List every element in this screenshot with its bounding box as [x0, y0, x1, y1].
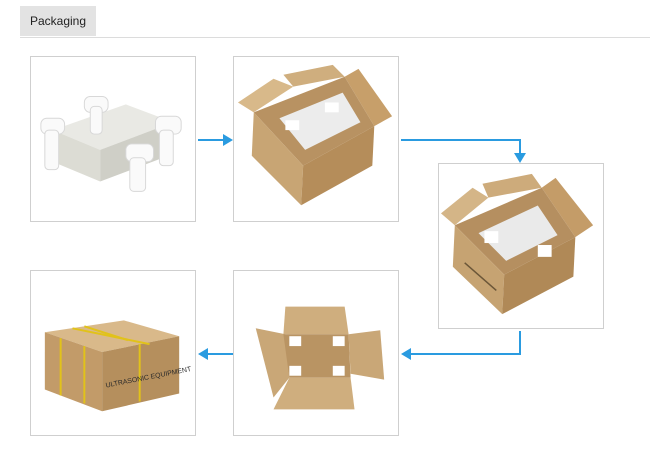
step-1-image [30, 56, 196, 222]
tab-divider [20, 37, 650, 38]
arrow-head-3 [401, 348, 411, 360]
foam-wrapped-unit-image [40, 96, 182, 192]
arrow-3-to-4 [410, 331, 521, 355]
step-4-image [233, 270, 399, 436]
arrow-head-1 [223, 134, 233, 146]
step-2-image [233, 56, 399, 222]
arrow-2-to-3 [401, 139, 521, 155]
arrow-head-4 [198, 348, 208, 360]
step-3-image [438, 163, 604, 329]
arrow-head-2 [514, 153, 526, 163]
tab-packaging[interactable]: Packaging [20, 6, 96, 36]
step-5-image: ULTRASONIC EQUIPMENT [30, 270, 196, 436]
